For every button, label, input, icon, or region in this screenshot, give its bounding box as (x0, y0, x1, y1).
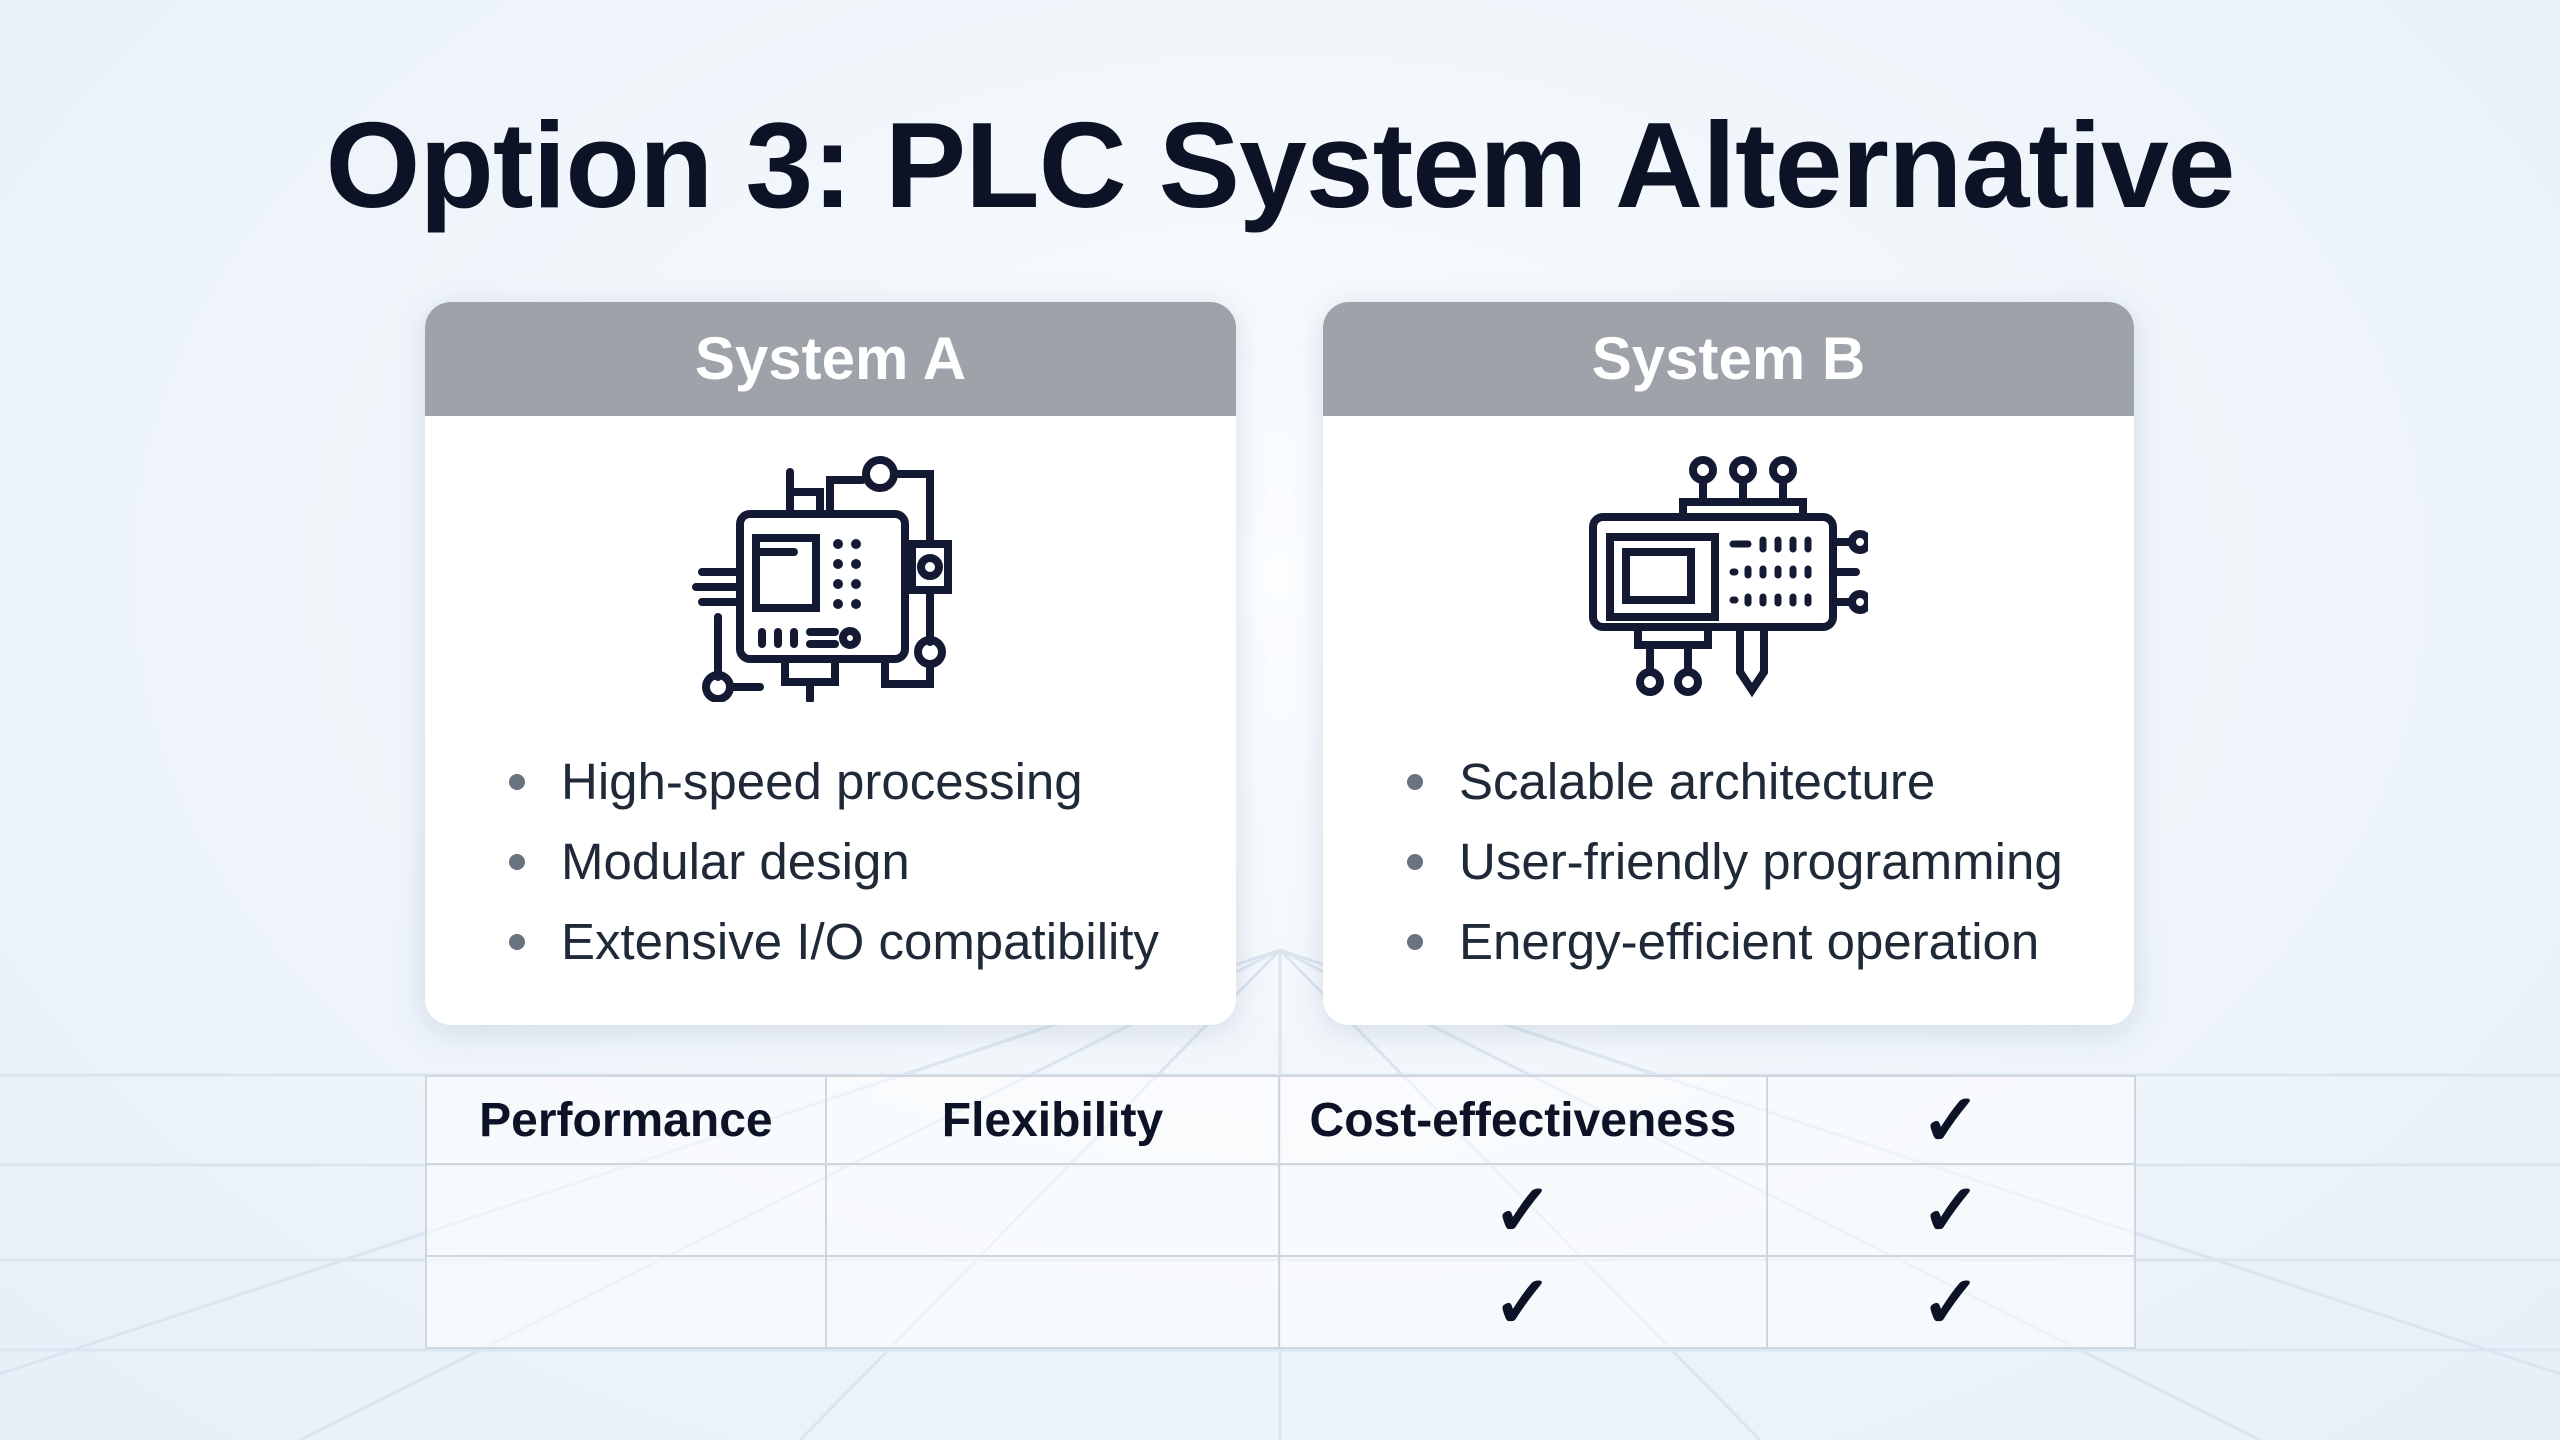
check-icon: ✓ (1765, 1075, 2137, 1165)
bullet-icon (509, 854, 525, 870)
card-title: System A (425, 302, 1236, 416)
feature-text: High-speed processing (561, 753, 1083, 810)
feature-list: High-speed processing Modular design Ext… (509, 742, 1159, 982)
microchip-icon (1589, 456, 1868, 698)
bullet-icon (1407, 934, 1423, 950)
list-item: Modular design (509, 822, 1159, 902)
bullet-icon (1407, 774, 1423, 790)
card-title: System B (1323, 302, 2134, 416)
bullet-icon (509, 774, 525, 790)
page-title: Option 3: PLC System Alternative (325, 97, 2235, 233)
circuit-board-icon (692, 456, 952, 702)
system-b-card: System B Scalable architecture User-frie… (1323, 302, 2134, 1025)
system-a-card: System A High-speed processing Modular d… (425, 302, 1236, 1025)
bullet-icon (509, 934, 525, 950)
header-cost-effectiveness: Cost-effectiveness (1278, 1075, 1768, 1165)
list-item: Energy-efficient operation (1407, 902, 2063, 982)
table-row: ✓ ✓ (425, 1163, 2137, 1257)
list-item: Extensive I/O compatibility (509, 902, 1159, 982)
feature-text: Scalable architecture (1459, 753, 1936, 810)
table-cell (425, 1255, 827, 1349)
table-cell (824, 1255, 1281, 1349)
table-header-row: Performance Flexibility Cost-effectivene… (425, 1075, 2137, 1165)
list-item: User-friendly programming (1407, 822, 2063, 902)
feature-text: Modular design (561, 833, 910, 890)
feature-text: User-friendly programming (1459, 833, 2063, 890)
check-icon: ✓ (1765, 1255, 2137, 1349)
header-flexibility: Flexibility (824, 1075, 1281, 1165)
list-item: High-speed processing (509, 742, 1159, 822)
bullet-icon (1407, 854, 1423, 870)
comparison-table: Performance Flexibility Cost-effectivene… (425, 1075, 2137, 1349)
check-icon: ✓ (1765, 1163, 2137, 1257)
feature-text: Extensive I/O compatibility (561, 913, 1160, 970)
check-icon: ✓ (1278, 1255, 1768, 1349)
table-cell (824, 1163, 1281, 1257)
header-performance: Performance (425, 1075, 827, 1165)
feature-list: Scalable architecture User-friendly prog… (1407, 742, 2063, 982)
feature-text: Energy-efficient operation (1459, 913, 2040, 970)
check-icon: ✓ (1278, 1163, 1768, 1257)
table-cell (425, 1163, 827, 1257)
table-row: ✓ ✓ (425, 1255, 2137, 1349)
list-item: Scalable architecture (1407, 742, 2063, 822)
